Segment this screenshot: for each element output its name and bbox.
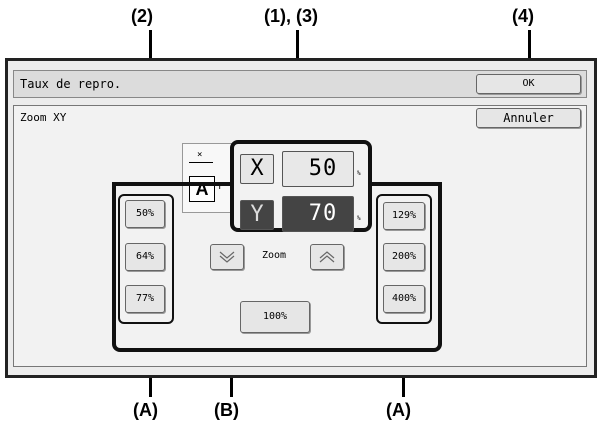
zoom-up-button[interactable] [310,244,344,270]
y-value: 70 [308,201,338,226]
preset-200-button[interactable]: 200% [383,243,425,271]
outline-top-left [112,182,234,186]
preset-50-button[interactable]: 50% [125,200,165,228]
y-unit: % [357,215,361,222]
preset-77-button[interactable]: 77% [125,285,165,313]
leader-line-4 [528,30,531,72]
cancel-button[interactable]: Annuler [476,108,581,128]
doc-letter: A [189,176,215,202]
zoom-label: Zoom [262,250,287,261]
x-value: 50 [308,156,338,181]
zoom-down-button[interactable] [210,244,244,270]
callout-4: (4) [512,6,534,26]
outline-top-right [368,182,442,186]
reset-100-button[interactable]: 100% [240,301,310,333]
y-select-button[interactable]: Y [240,200,274,230]
chevron-double-up-icon [319,251,335,263]
chevron-double-down-icon [219,251,235,263]
mode-label: Zoom XY [20,111,67,124]
preset-group-outline [112,182,442,352]
x-unit: % [357,170,361,177]
width-arrow-line [189,162,213,163]
ok-button[interactable]: OK [476,74,581,94]
x-select-button[interactable]: X [240,154,274,184]
callout-a-right: (A) [386,400,411,420]
callout-2: (2) [131,6,153,26]
width-indicator: × [197,150,203,160]
x-value-display[interactable]: 50 [282,151,354,187]
height-indicator: Y [217,182,223,192]
page-title: Taux de repro. [20,77,122,91]
callout-a-left: (A) [133,400,158,420]
y-value-display[interactable]: 70 [282,196,354,232]
preset-129-button[interactable]: 129% [383,202,425,230]
preset-64-button[interactable]: 64% [125,243,165,271]
callout-1-3: (1), (3) [264,6,318,26]
preset-400-button[interactable]: 400% [383,285,425,313]
xy-diagram-icon: × A Y [182,143,234,213]
callout-b: (B) [214,400,239,420]
